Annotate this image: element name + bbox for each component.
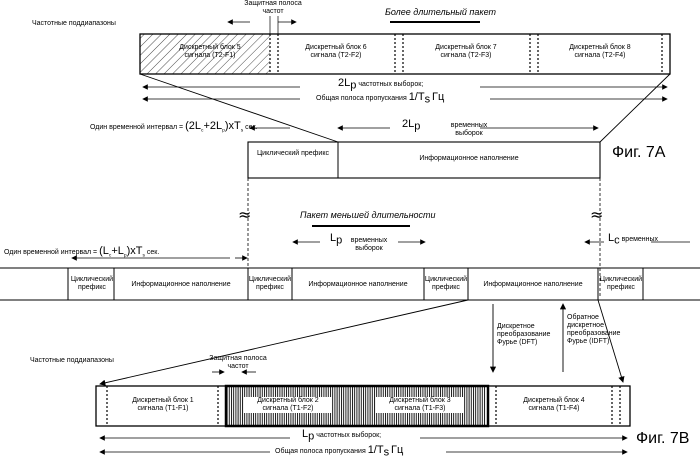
fig7b-payload-2: Информационное наполнение [292, 281, 424, 289]
fig7a-bandwidth-label: Общая полоса пропускания 1/Ts Гц [316, 93, 444, 103]
fig7a-block-3: Дискретный блок 7 сигнала (T2-F3) [405, 44, 527, 60]
fig7a-interval-label: Один временной интервал = (2Lc+2Lp)xTs с… [90, 122, 258, 135]
fig7a-block-1: Дискретный блок 5 сигнала (T2-F1) [155, 44, 265, 60]
time-samples-sub: p [414, 120, 420, 132]
fig7b-prefix-2: Циклический префикс [248, 276, 292, 292]
block-signal: сигнала (T1-F4) [498, 405, 610, 413]
fig7a-figure-label: Фиг. 7A [612, 144, 665, 162]
bandwidth-text: Общая полоса пропускания [316, 95, 407, 102]
block-signal: сигнала (T1-F1) [110, 405, 216, 413]
fig7b-bandwidth-label: Общая полоса пропускания 1/Ts Гц [275, 446, 403, 456]
block-signal: сигнала (T2-F4) [540, 52, 660, 60]
fig7b-connector-left [100, 300, 468, 384]
fig7b-lp-text: временных выборок [345, 237, 393, 253]
fig7a-subbands-label: Частотные поддиапазоны [32, 20, 116, 28]
fig7b-prefix-1: Циклический префикс [70, 276, 114, 292]
fig7b-shorter-packet-label: Пакет меньшей длительности [300, 211, 436, 219]
fig7b-prefix-4: Циклический префикс [599, 276, 643, 292]
lc-sub: c [614, 234, 620, 246]
fig7a-block-4: Дискретный блок 8 сигнала (T2-F4) [540, 44, 660, 60]
fig7a-time-samples-label: 2Lp [402, 120, 420, 130]
block-name: Дискретный блок 2 [244, 397, 332, 405]
fig7b-dft-label: Дискретное преобразование Фурье (DFT) [497, 323, 557, 347]
fig7b-prefix-3: Циклический префикс [424, 276, 468, 292]
fig7b-block-3: Дискретный блок 3 сигнала (T1-F3) [376, 397, 464, 413]
fig7b-subbands-label: Частотные поддиапазоны [30, 357, 114, 365]
interval-text: Один временной интервал = [4, 249, 97, 256]
fig7a-prefix: Циклический префикс [252, 150, 334, 158]
samples-sub: p [308, 430, 314, 442]
block-name: Дискретный блок 3 [376, 397, 464, 405]
block-signal: сигнала (T2-F1) [155, 52, 265, 60]
interval-mid: +L [111, 245, 124, 257]
samples-text: частотных выборок; [358, 81, 423, 88]
interval-text: Один временной интервал = [90, 124, 183, 131]
fig7b-block-4: Дискретный блок 4 сигнала (T1-F4) [498, 397, 610, 413]
samples-text: частотных выборок; [316, 432, 381, 439]
samples-sub: p [350, 79, 356, 91]
bandwidth-value: 1/T [409, 91, 425, 103]
block-signal: сигнала (T2-F3) [405, 52, 527, 60]
interval-unit: сек. [245, 124, 257, 131]
fig7b-guard-band-label: Защитная полоса частот [208, 355, 268, 371]
fig7b-lc-label: Lc временных [608, 234, 658, 244]
fig7a-connector-right [600, 74, 670, 142]
time-samples-main: 2L [402, 118, 414, 130]
fig7a-block-2: Дискретный блок 6 сигнала (T2-F2) [280, 44, 392, 60]
interval-end: )xT [225, 120, 241, 132]
block-name: Дискретный блок 4 [498, 397, 610, 405]
bandwidth-unit: Гц [432, 91, 444, 103]
interval-sub: s [143, 253, 145, 258]
block-name: Дискретный блок 5 [155, 44, 265, 52]
fig7a-guard-band-label: Защитная полоса частот [243, 0, 303, 16]
fig7a-time-samples-text: временных выборок [440, 122, 498, 138]
break-mark-left: ≈ [238, 205, 251, 224]
bandwidth-value: 1/T [368, 444, 384, 456]
fig7b-payload-3: Информационное наполнение [468, 281, 598, 289]
interval-end: )xT [127, 245, 143, 257]
block-signal: сигнала (T2-F2) [280, 52, 392, 60]
fig7a-longer-packet-label: Более длительный пакет [385, 8, 496, 16]
interval-unit: сек. [147, 249, 159, 256]
interval-formula: (L [99, 245, 109, 257]
fig7a-payload: Информационное наполнение [340, 155, 598, 163]
samples-main: 2L [338, 77, 350, 89]
interval-mid: +2L [203, 120, 222, 132]
fig7b-block-1: Дискретный блок 1 сигнала (T1-F1) [110, 397, 216, 413]
fig7b-lp-label: Lp [330, 234, 342, 244]
block-signal: сигнала (T1-F3) [376, 405, 464, 413]
block-name: Дискретный блок 6 [280, 44, 392, 52]
break-mark-right: ≈ [590, 205, 603, 224]
lp-sub: p [336, 234, 342, 246]
fig7b-figure-label: Фиг. 7B [636, 430, 689, 448]
fig7b-payload-1: Информационное наполнение [114, 281, 248, 289]
block-name: Дискретный блок 8 [540, 44, 660, 52]
interval-formula: (2L [185, 120, 201, 132]
block-signal: сигнала (T1-F2) [244, 405, 332, 413]
fig7b-interval-label: Один временной интервал = (Lc+Lp)xTs сек… [4, 247, 159, 260]
block-name: Дискретный блок 7 [405, 44, 527, 52]
fig7a-samples-label: 2Lp частотных выборок; [338, 79, 423, 89]
bandwidth-text: Общая полоса пропускания [275, 448, 366, 455]
block-name: Дискретный блок 1 [110, 397, 216, 405]
lc-text: временных [622, 236, 658, 243]
interval-sub: s [241, 128, 243, 133]
bandwidth-unit: Гц [391, 444, 403, 456]
fig7b-samples-label: Lp частотных выборок; [302, 430, 381, 440]
bandwidth-sub: s [425, 93, 431, 105]
bandwidth-sub: s [384, 446, 390, 458]
fig7b-block-2: Дискретный блок 2 сигнала (T1-F2) [244, 397, 332, 413]
fig7b-idft-label: Обратное дискретное преобразование Фурье… [567, 314, 633, 346]
